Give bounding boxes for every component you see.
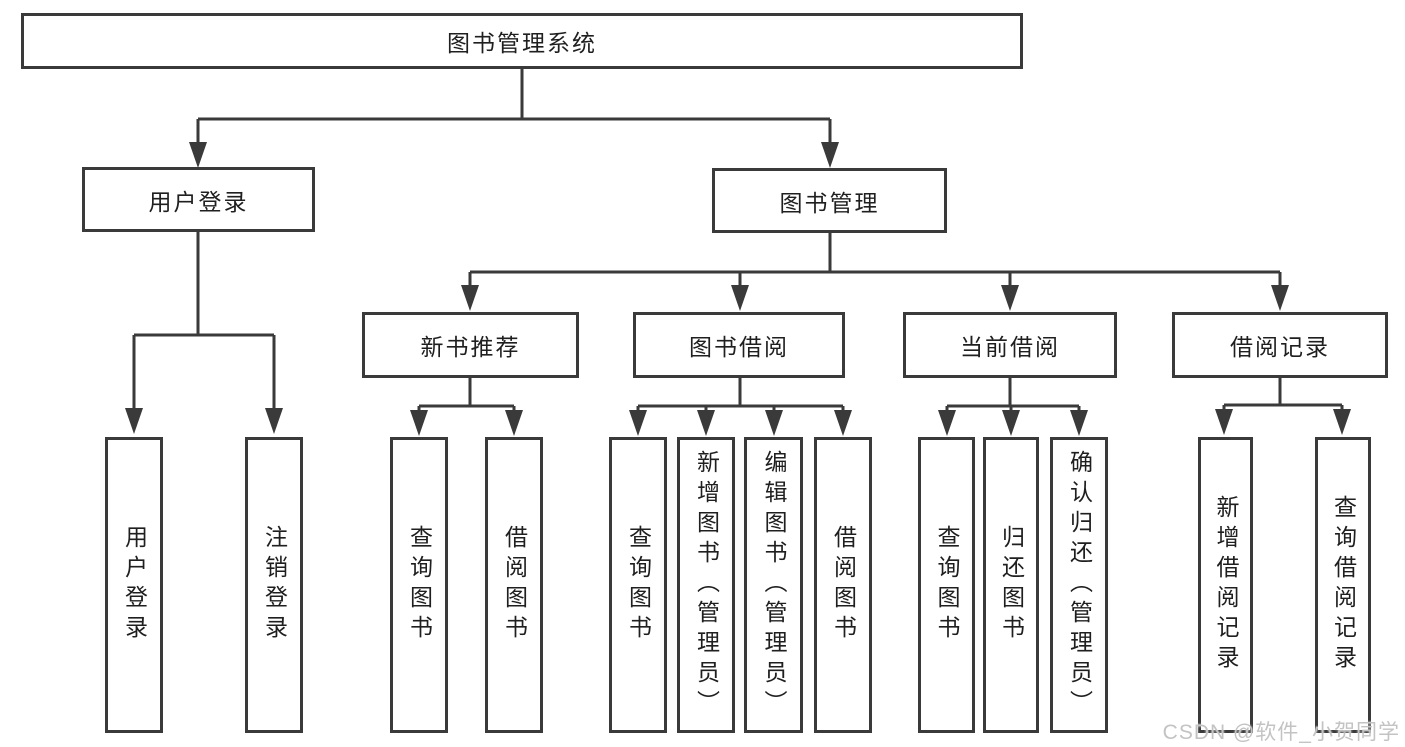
- node-new-book-recommend: 新书推荐: [362, 312, 579, 378]
- leaf-newbook-query-books: 查询图书: [390, 437, 448, 733]
- connector-records-to-leaves: [1222, 378, 1344, 413]
- node-label: 借阅图书: [830, 525, 857, 645]
- node-borrow-records: 借阅记录: [1172, 312, 1388, 378]
- leaf-borrow-add-books-admin: 新增图书（管理员）: [677, 437, 735, 733]
- leaf-newbook-borrow-books: 借阅图书: [485, 437, 543, 733]
- node-label: 查询图书: [625, 525, 652, 645]
- arrowhead: [629, 410, 647, 436]
- leaf-records-query-record: 查询借阅记录: [1315, 437, 1371, 733]
- arrowhead: [731, 285, 749, 311]
- node-label: 新增借阅记录: [1213, 495, 1239, 675]
- node-label: 确认归还（管理员）: [1066, 450, 1093, 720]
- arrowhead: [1002, 410, 1020, 436]
- csdn-watermark: CSDN @软件_小贺同学: [1162, 721, 1400, 744]
- arrowhead: [1215, 409, 1233, 435]
- arrowhead: [125, 408, 143, 434]
- node-root-library-system: 图书管理系统: [21, 13, 1023, 69]
- connector-borrow-to-leaves: [636, 378, 845, 414]
- node-label: 归还图书: [998, 525, 1025, 645]
- node-label: 查询借阅记录: [1330, 495, 1357, 675]
- node-label: 用户登录: [121, 525, 148, 645]
- node-book-borrow: 图书借阅: [633, 312, 845, 378]
- node-label: 新书推荐: [420, 334, 521, 360]
- node-label: 借阅记录: [1230, 334, 1330, 360]
- node-label: 当前借阅: [960, 334, 1060, 360]
- arrowhead: [938, 410, 956, 436]
- leaf-borrow-query-books: 查询图书: [609, 437, 667, 733]
- connector-userlogin-to-leaves: [132, 232, 276, 412]
- arrowhead: [189, 142, 207, 168]
- node-label: 编辑图书（管理员）: [761, 450, 787, 720]
- arrowhead: [265, 408, 283, 434]
- node-label: 图书管理系统: [447, 30, 597, 56]
- node-label: 注销登录: [261, 525, 288, 645]
- arrowhead: [461, 285, 479, 311]
- node-label: 新增图书（管理员）: [693, 450, 720, 720]
- connector-newbook-to-leaves: [417, 378, 516, 414]
- node-label: 图书管理: [779, 189, 880, 216]
- arrowhead: [1271, 285, 1289, 311]
- arrowhead: [1001, 285, 1019, 311]
- arrowhead: [410, 410, 428, 436]
- arrowhead: [1333, 409, 1351, 435]
- node-user-login: 用户登录: [82, 167, 315, 232]
- arrowhead: [505, 410, 523, 436]
- arrowhead: [765, 410, 783, 436]
- node-label: 用户登录: [148, 188, 249, 215]
- arrowhead: [821, 142, 839, 168]
- arrowhead: [1070, 410, 1088, 436]
- leaf-logout: 注销登录: [245, 437, 303, 733]
- leaf-borrow-borrow-books: 借阅图书: [814, 437, 872, 733]
- node-current-borrow: 当前借阅: [903, 312, 1117, 378]
- connector-bookmgmt-to-level3: [468, 233, 1282, 290]
- arrowhead: [834, 410, 852, 436]
- leaf-records-add-record: 新增借阅记录: [1198, 437, 1253, 733]
- connector-root-to-level2: [196, 69, 832, 146]
- arrowhead: [697, 410, 715, 436]
- leaf-user-login: 用户登录: [105, 437, 163, 733]
- node-label: 借阅图书: [501, 525, 528, 645]
- leaf-current-confirm-return-admin: 确认归还（管理员）: [1050, 437, 1108, 733]
- connector-current-to-leaves: [945, 378, 1081, 414]
- leaf-borrow-edit-books-admin: 编辑图书（管理员）: [744, 437, 803, 733]
- leaf-current-return-books: 归还图书: [983, 437, 1039, 733]
- node-book-management: 图书管理: [712, 168, 947, 233]
- node-label: 查询图书: [406, 525, 433, 645]
- leaf-current-query-books: 查询图书: [918, 437, 975, 733]
- node-label: 图书借阅: [689, 334, 789, 360]
- node-label: 查询图书: [934, 525, 960, 645]
